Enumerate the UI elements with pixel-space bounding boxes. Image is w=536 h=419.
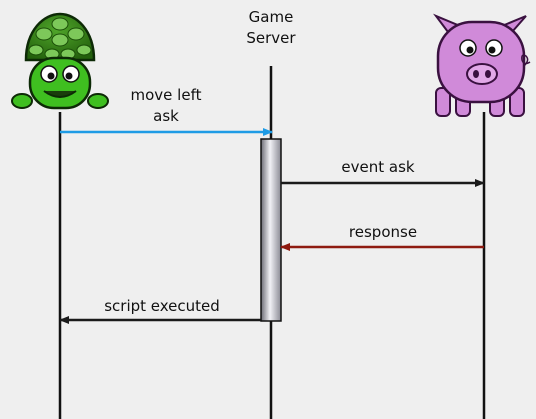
script-executed-label: script executed — [104, 297, 220, 315]
move-left-ask-label: move left ask — [116, 85, 216, 127]
server-title-line1: Game — [248, 8, 294, 26]
server-activation-bar — [260, 138, 282, 322]
move-left-ask-label-line1: move left — [130, 86, 202, 104]
response-label: response — [348, 223, 418, 241]
pig-icon — [433, 13, 531, 117]
event-ask-label: event ask — [341, 158, 415, 176]
move-left-ask-label-line2: ask — [153, 107, 179, 125]
turtle-icon — [11, 12, 109, 110]
server-title-line2: Server — [246, 29, 296, 47]
server-title: Game Server — [236, 7, 306, 49]
